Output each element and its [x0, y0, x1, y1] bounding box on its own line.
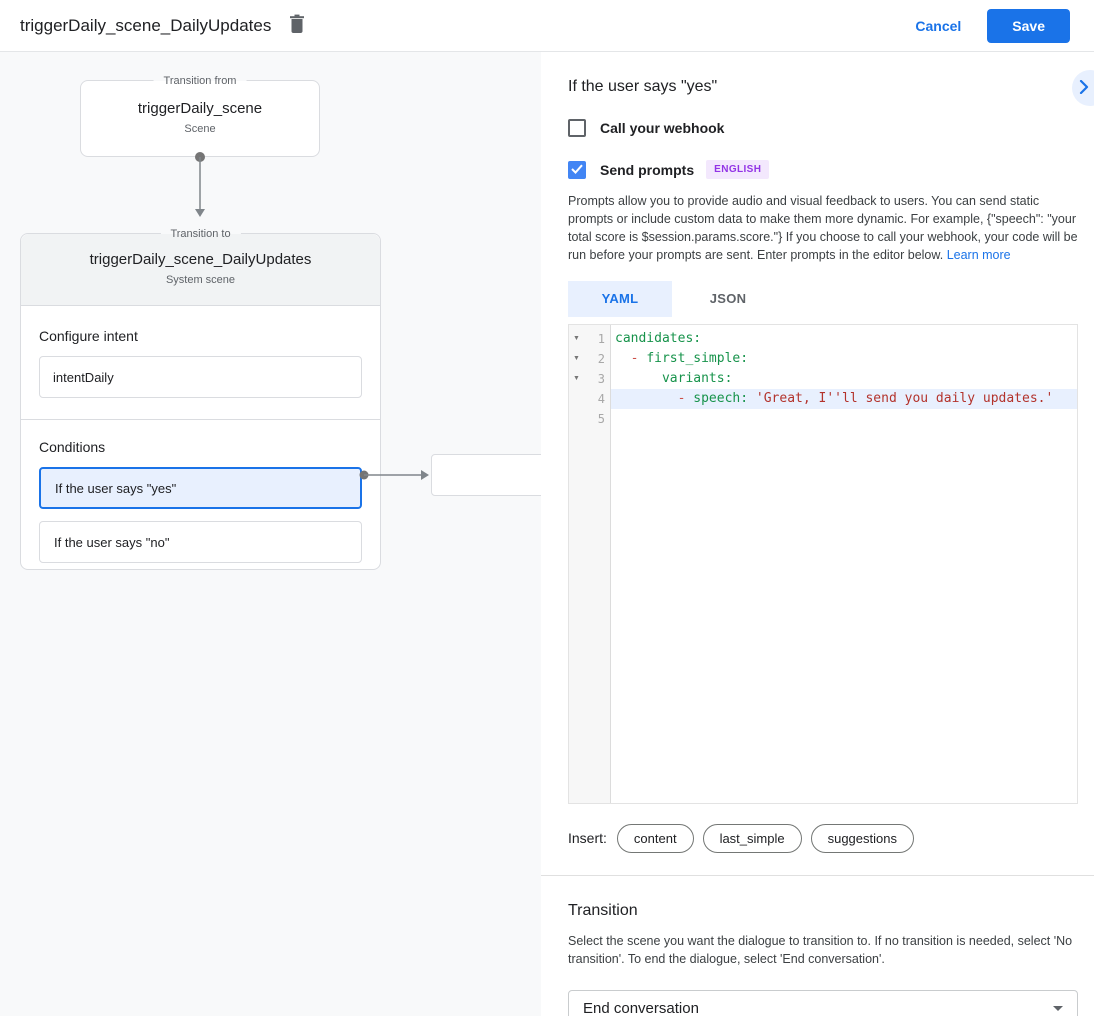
delete-scene-button[interactable] — [289, 14, 305, 37]
condition-editor-panel: If the user says "yes" Call your webhook… — [541, 52, 1094, 1016]
code-line[interactable]: variants: — [611, 369, 1077, 389]
insert-chip-last-simple[interactable]: last_simple — [702, 823, 802, 853]
code-token: - — [630, 350, 647, 366]
insert-chip-suggestions[interactable]: suggestions — [810, 823, 914, 853]
fold-toggle-icon[interactable]: ▼ — [573, 335, 580, 342]
insert-row: Insert: content last_simple suggestions — [568, 823, 1078, 853]
panel-title-row: If the user says "yes" — [568, 78, 1078, 96]
insert-label: Insert: — [568, 830, 607, 846]
line-number: 5 — [597, 411, 605, 426]
scene-to-header[interactable]: triggerDaily_scene_DailyUpdates System s… — [21, 234, 380, 306]
trash-icon — [289, 14, 305, 37]
scene-to-name: triggerDaily_scene_DailyUpdates — [89, 251, 312, 268]
panel-divider — [541, 874, 1094, 876]
conditions-label: Conditions — [39, 439, 106, 455]
prompts-description-text: Prompts allow you to provide audio and v… — [568, 194, 1078, 263]
code-token: speech: — [693, 390, 756, 406]
code-line[interactable] — [611, 409, 1077, 429]
insert-chip-content[interactable]: content — [616, 823, 694, 853]
transition-select-value: End conversation — [583, 1000, 699, 1016]
panel-title: If the user says "yes" — [568, 78, 718, 95]
code-token — [615, 391, 678, 406]
transition-select[interactable]: End conversation — [568, 989, 1078, 1016]
configure-intent-label: Configure intent — [39, 328, 138, 344]
code-token: variants: — [661, 370, 733, 386]
transition-target-node[interactable] — [431, 454, 541, 496]
gutter-row: 5 — [569, 409, 610, 429]
main-area: Transition from triggerDaily_scene Scene… — [0, 52, 1094, 1016]
tab-json[interactable]: JSON — [709, 291, 747, 306]
language-badge: ENGLISH — [706, 160, 770, 179]
prompts-description: Prompts allow you to provide audio and v… — [568, 192, 1078, 265]
line-number: 1 — [597, 331, 605, 346]
webhook-label: Call your webhook — [600, 120, 725, 136]
code-line[interactable]: - first_simple: — [611, 349, 1077, 369]
fold-toggle-icon[interactable]: ▼ — [573, 375, 580, 382]
transition-from-legend: Transition from — [153, 73, 247, 89]
condition-item-yes[interactable]: If the user says "yes" — [39, 467, 362, 509]
code-token — [615, 371, 662, 386]
transition-arrow-down — [195, 152, 205, 217]
gutter-row: ▼3 — [569, 369, 610, 389]
save-button[interactable]: Save — [987, 8, 1070, 43]
card-divider — [21, 419, 380, 420]
intent-item[interactable]: intentDaily — [39, 356, 362, 398]
scene-to-type: System scene — [165, 274, 236, 286]
transition-to-legend: Transition to — [160, 226, 241, 242]
scene-from-type: Scene — [184, 123, 216, 135]
chevron-right-icon — [1079, 79, 1089, 97]
send-prompts-row: Send prompts ENGLISH — [568, 160, 1078, 179]
dropdown-caret-icon — [1053, 1006, 1063, 1012]
send-prompts-checkbox[interactable] — [568, 160, 586, 179]
send-prompts-label: Send prompts — [600, 161, 695, 178]
code-line[interactable]: - speech: 'Great, I''ll send you daily u… — [611, 388, 1077, 409]
cancel-button[interactable]: Cancel — [915, 17, 962, 34]
learn-more-link[interactable]: Learn more — [946, 248, 1011, 263]
gutter-row: 4 — [569, 389, 610, 409]
code-token: first_simple: — [646, 350, 749, 366]
code-token: - — [677, 390, 694, 406]
webhook-row: Call your webhook — [568, 119, 1078, 137]
editor-code[interactable]: candidates: - first_simple: variants: - … — [611, 325, 1077, 803]
header-bar: triggerDaily_scene_DailyUpdates Cancel S… — [0, 0, 1094, 52]
checkmark-icon — [571, 161, 583, 179]
code-token: candidates: — [615, 330, 702, 346]
condition-item-no[interactable]: If the user says "no" — [39, 521, 362, 563]
fold-toggle-icon[interactable]: ▼ — [573, 355, 580, 362]
line-number: 3 — [597, 371, 605, 386]
gutter-row: ▼1 — [569, 329, 610, 349]
page-title: triggerDaily_scene_DailyUpdates — [20, 15, 272, 35]
gutter-row: ▼2 — [569, 349, 610, 369]
scene-node-from[interactable]: Transition from triggerDaily_scene Scene — [80, 73, 320, 157]
code-token: 'Great, I''ll send you daily updates.' — [755, 390, 1054, 406]
scene-from-name: triggerDaily_scene — [137, 100, 263, 117]
scene-card-to: Transition to triggerDaily_scene_DailyUp… — [20, 226, 381, 570]
code-line[interactable]: candidates: — [611, 329, 1077, 349]
transition-section-title: Transition — [568, 901, 638, 919]
scene-flow-canvas: Transition from triggerDaily_scene Scene… — [0, 52, 541, 1016]
line-number: 4 — [597, 391, 605, 406]
code-token — [615, 351, 631, 366]
line-number: 2 — [597, 351, 605, 366]
webhook-checkbox[interactable] — [568, 119, 586, 137]
editor-tabs: YAML JSON — [568, 280, 1078, 317]
condition-transition-arrow — [359, 470, 429, 480]
collapse-panel-button[interactable] — [1072, 70, 1094, 106]
tab-yaml[interactable]: YAML — [568, 280, 672, 317]
scene-to-body: Configure intent intentDaily Conditions … — [21, 328, 380, 563]
transition-description: Select the scene you want the dialogue t… — [568, 933, 1073, 966]
